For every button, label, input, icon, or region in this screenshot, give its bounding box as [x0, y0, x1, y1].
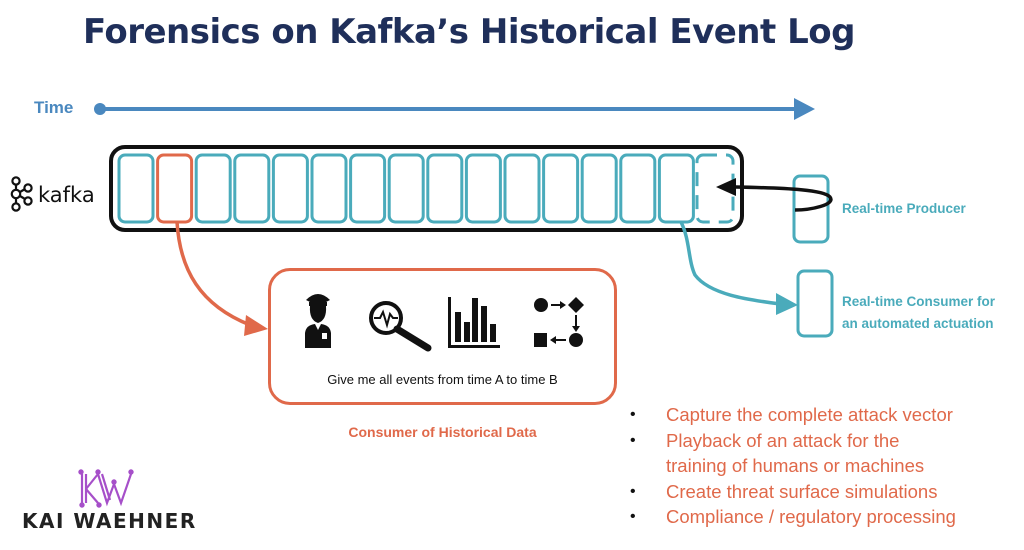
- event-log-slots: [117, 153, 695, 224]
- brand-monogram-icon: [78, 469, 134, 508]
- bullet-icon: •: [630, 482, 636, 500]
- event-slot: [387, 153, 425, 224]
- pending-event-slot: [695, 153, 735, 224]
- produce-arrowhead: [716, 178, 736, 196]
- producer-box: [792, 174, 830, 244]
- realtime-consumer-label-line2: an automated actuation: [842, 316, 994, 331]
- event-slot: [464, 153, 502, 224]
- event-slot: [271, 153, 309, 224]
- realtime-consumer-box: [796, 269, 834, 338]
- event-slot: [349, 153, 387, 224]
- event-slot: [619, 153, 657, 224]
- page-title: Forensics on Kafka’s Historical Event Lo…: [83, 12, 855, 52]
- realtime-consumer-label-line1: Real-time Consumer for: [842, 294, 996, 309]
- producer-label: Real-time Producer: [842, 201, 966, 216]
- use-case-text: Create threat surface simulations: [666, 480, 938, 502]
- realtime-consumer-label: Real-time Consumer for an automated actu…: [842, 291, 995, 335]
- produce-arrow: [734, 185, 833, 212]
- bullet-icon: •: [630, 431, 636, 449]
- event-slot: [233, 153, 271, 224]
- historical-read-arrowhead: [244, 315, 268, 336]
- historical-read-arrow: [175, 221, 251, 327]
- workflow-icon: [534, 297, 584, 347]
- use-case-text: Capture the complete attack vector: [666, 404, 953, 425]
- bar-chart-icon: [448, 297, 500, 348]
- kafka-logo-icon: [10, 176, 33, 212]
- brand-name: KAI WAEHNER: [22, 509, 197, 533]
- use-case-text: Compliance / regulatory processing: [666, 506, 956, 527]
- use-case-list: • Capture the complete attack vector • Pla…: [628, 402, 1024, 530]
- historical-query-text: Give me all events from time A to time B: [327, 372, 558, 387]
- police-officer-icon: [305, 294, 331, 348]
- event-slot: [426, 153, 464, 224]
- event-slot: [542, 153, 580, 224]
- event-slot-selected: [156, 153, 194, 224]
- use-case-text: Playback of an attack for the training o…: [666, 429, 925, 477]
- use-case-item: • Create threat surface simulations: [628, 479, 1024, 505]
- historical-consumer-box: [268, 268, 617, 405]
- timeline-arrow: [94, 98, 815, 120]
- historical-consumer-label: Consumer of Historical Data: [348, 424, 537, 440]
- realtime-consume-arrowhead: [776, 293, 798, 315]
- magnifier-pulse-icon: [369, 301, 432, 352]
- use-case-item: • Capture the complete attack vector: [628, 402, 1024, 428]
- bullet-icon: •: [630, 406, 636, 423]
- event-slot: [117, 153, 155, 224]
- event-slot: [503, 153, 541, 224]
- kafka-label: kafka: [38, 183, 95, 207]
- bullet-icon: •: [630, 508, 636, 525]
- use-case-item: • Playback of an attack for the training …: [628, 428, 946, 479]
- event-slot: [310, 153, 348, 224]
- event-slot: [194, 153, 232, 224]
- use-case-item: • Compliance / regulatory processing: [628, 504, 1024, 530]
- realtime-consume-arrow: [679, 221, 781, 306]
- event-slot: [657, 153, 695, 224]
- time-axis-label: Time: [34, 98, 74, 117]
- timeline-arrowhead: [794, 98, 815, 120]
- event-slot: [580, 153, 618, 224]
